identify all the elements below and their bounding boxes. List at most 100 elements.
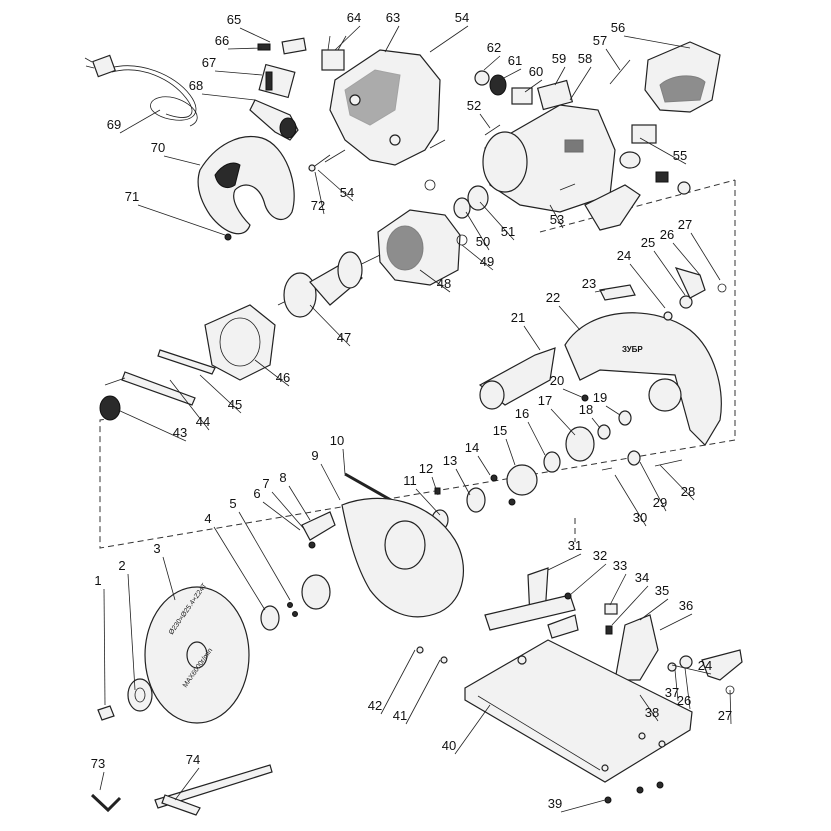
callout-label-56: 56 <box>611 20 625 35</box>
callout-leader-71 <box>137 204 226 236</box>
callout-label-60: 60 <box>529 64 543 79</box>
callout-leader-49 <box>461 244 494 271</box>
screws-72 <box>308 149 346 172</box>
callout-leader-50 <box>465 211 490 251</box>
base-screws <box>416 646 664 804</box>
callout-leader-31 <box>547 553 582 571</box>
callout-label-66: 66 <box>215 33 229 48</box>
callout-leader-51 <box>479 201 515 241</box>
callout-leader-54 <box>317 169 354 202</box>
callout-leader-25 <box>653 250 686 296</box>
callout-label-40: 40 <box>442 738 456 753</box>
capacitor-part <box>321 35 347 71</box>
callout-leader-48 <box>419 269 451 293</box>
callout-leader-24 <box>629 263 666 309</box>
callout-label-23: 23 <box>582 276 596 291</box>
callout-label-16: 16 <box>515 406 529 421</box>
callout-leader-3 <box>162 556 176 601</box>
callout-leader-30 <box>614 474 647 527</box>
callout-leader-5 <box>238 511 291 601</box>
handle-part <box>197 136 295 235</box>
callout-leader-65 <box>239 27 271 43</box>
callout-label-38: 38 <box>645 705 659 720</box>
callout-leader-40 <box>454 704 491 755</box>
callout-leader-2 <box>127 573 136 691</box>
callout-leader-45 <box>199 374 242 414</box>
callout-label-27: 27 <box>718 708 732 723</box>
callout-leader-1 <box>103 588 106 706</box>
callout-label-44: 44 <box>196 414 210 429</box>
callout-label-48: 48 <box>437 276 451 291</box>
callout-label-10: 10 <box>330 433 344 448</box>
callout-leader-36 <box>659 613 693 631</box>
callout-label-12: 12 <box>419 461 433 476</box>
callout-label-30: 30 <box>633 510 647 525</box>
callout-label-55: 55 <box>673 148 687 163</box>
callout-leader-34 <box>611 585 649 626</box>
lower-guard <box>341 497 464 618</box>
callout-label-73: 73 <box>91 756 105 771</box>
callout-leader-72 <box>314 171 325 215</box>
shaft-lock-parts <box>99 349 216 421</box>
callout-label-19: 19 <box>593 390 607 405</box>
callout-label-58: 58 <box>578 51 592 66</box>
callout-leader-24 <box>671 664 712 675</box>
dust-port <box>478 347 556 410</box>
callout-label-14: 14 <box>465 440 479 455</box>
guard-brand-text: ЗУБР <box>622 345 643 354</box>
callout-label-47: 47 <box>337 330 351 345</box>
power-cord <box>84 54 198 127</box>
callout-leader-43 <box>117 409 187 442</box>
callout-leader-58 <box>569 66 592 101</box>
callout-label-41: 41 <box>393 708 407 723</box>
callout-label-64: 64 <box>347 10 361 25</box>
stator <box>377 179 468 286</box>
callout-leader-41 <box>405 659 441 725</box>
callout-label-2: 2 <box>118 558 125 573</box>
callout-label-9: 9 <box>311 448 318 463</box>
callout-label-67: 67 <box>202 55 216 70</box>
callout-label-59: 59 <box>552 51 566 66</box>
callout-label-57: 57 <box>593 33 607 48</box>
callout-label-54: 54 <box>455 10 469 25</box>
motor-housing <box>482 104 616 213</box>
callout-label-43: 43 <box>173 425 187 440</box>
callout-leader-39 <box>560 799 606 813</box>
brush-parts <box>474 70 574 111</box>
callout-leader-16 <box>527 421 546 456</box>
callout-label-39: 39 <box>548 796 562 811</box>
callout-leader-74 <box>174 767 200 801</box>
callout-label-27: 27 <box>678 217 692 232</box>
upper-guard: ЗУБР <box>564 312 722 446</box>
callout-label-45: 45 <box>228 397 242 412</box>
rip-fence <box>154 764 273 816</box>
callout-label-3: 3 <box>153 541 160 556</box>
callout-label-34: 34 <box>635 570 649 585</box>
callout-leader-7 <box>271 491 306 531</box>
callout-label-36: 36 <box>679 598 693 613</box>
callout-label-25: 25 <box>641 235 655 250</box>
callout-label-24: 24 <box>698 658 712 673</box>
armature <box>277 251 381 318</box>
callout-label-53: 53 <box>550 212 564 227</box>
callout-label-6: 6 <box>253 486 260 501</box>
callout-leader-59 <box>554 66 566 86</box>
callout-leader-4 <box>213 526 266 611</box>
callout-leader-23 <box>594 289 606 293</box>
callout-leader-56 <box>623 35 691 49</box>
callout-leader-32 <box>569 563 607 596</box>
callout-label-24: 24 <box>617 248 631 263</box>
saw-blade: Ø230×Ø25.4×Z24T MAX6000r/min <box>144 582 250 724</box>
callout-label-32: 32 <box>593 548 607 563</box>
callout-leader-73 <box>99 771 105 791</box>
callout-leader-11 <box>415 488 441 516</box>
housing-left <box>329 49 441 166</box>
callout-label-69: 69 <box>107 117 121 132</box>
callout-leader-8 <box>288 485 311 521</box>
callout-leader-38 <box>639 694 659 722</box>
callout-label-70: 70 <box>151 140 165 155</box>
callout-leader-35 <box>639 598 669 621</box>
